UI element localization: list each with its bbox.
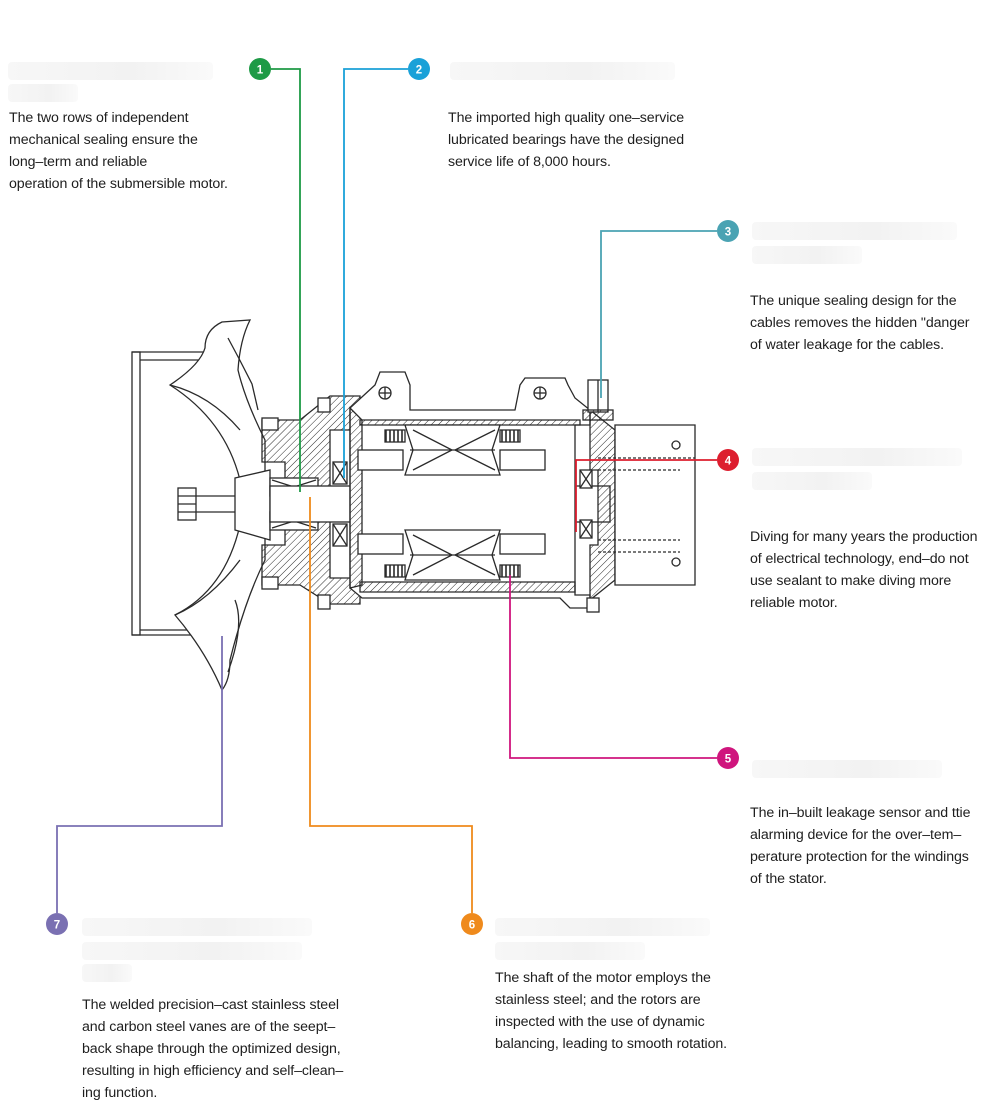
badge-7-number: 7 <box>54 920 60 932</box>
impeller-blade <box>168 319 266 692</box>
badge-4: 4 <box>717 449 739 471</box>
leader-line-2 <box>343 68 408 478</box>
faded-heading-1b <box>8 84 78 102</box>
faded-heading-6 <box>495 918 710 936</box>
motor-drawing <box>131 319 696 692</box>
inlet-ring <box>131 351 141 636</box>
faded-heading-3b <box>752 246 862 264</box>
leader-line-4 <box>575 459 717 532</box>
badge-5-number: 5 <box>725 754 732 766</box>
leader-line-1 <box>271 68 301 492</box>
badge-3: 3 <box>717 220 739 242</box>
badge-6-number: 6 <box>469 920 475 932</box>
feature-7-description: The welded precision–cast stainless stee… <box>82 997 344 1101</box>
badge-4-number: 4 <box>725 456 732 468</box>
faded-heading-7 <box>82 918 312 936</box>
badge-7: 7 <box>46 913 68 935</box>
faded-heading-4b <box>752 472 872 490</box>
stator-coil-top-left <box>384 429 406 443</box>
leader-line-6 <box>309 497 473 913</box>
stator-coil-bottom-left <box>384 564 406 578</box>
leader-lines <box>56 68 717 913</box>
leader-line-3 <box>600 230 717 398</box>
faded-heading-7b <box>82 942 302 960</box>
faded-heading-3 <box>752 222 957 240</box>
impeller-hub <box>234 469 271 541</box>
faded-heading-5 <box>752 760 942 778</box>
badge-2: 2 <box>408 58 430 80</box>
junction-box <box>614 424 696 586</box>
badge-1: 1 <box>249 58 271 80</box>
faded-heading-7c <box>82 964 132 982</box>
faded-heading-2 <box>450 62 675 80</box>
feature-4-description: Diving for many years the production of … <box>750 529 978 611</box>
feature-6-description: The shaft of the motor employs the stain… <box>495 970 728 1052</box>
badge-6: 6 <box>461 913 483 935</box>
feature-1-description: The two rows of independent mechanical s… <box>9 110 228 192</box>
feature-3-description: The unique sealing design for the cables… <box>750 293 970 353</box>
badge-1-number: 1 <box>257 65 264 77</box>
badge-2-number: 2 <box>416 65 422 77</box>
feature-2-description: The imported high quality one–service lu… <box>448 110 685 170</box>
faded-heading-6b <box>495 942 645 960</box>
badge-3-number: 3 <box>725 227 731 239</box>
leader-line-5 <box>509 575 717 759</box>
feature-5-description: The in–built leakage sensor and ttie ala… <box>750 805 971 887</box>
stator-coil-top-right <box>499 429 521 443</box>
faded-heading-1 <box>8 62 213 80</box>
leader-line-7 <box>56 636 223 913</box>
faded-heading-4 <box>752 448 962 466</box>
badge-5: 5 <box>717 747 739 769</box>
